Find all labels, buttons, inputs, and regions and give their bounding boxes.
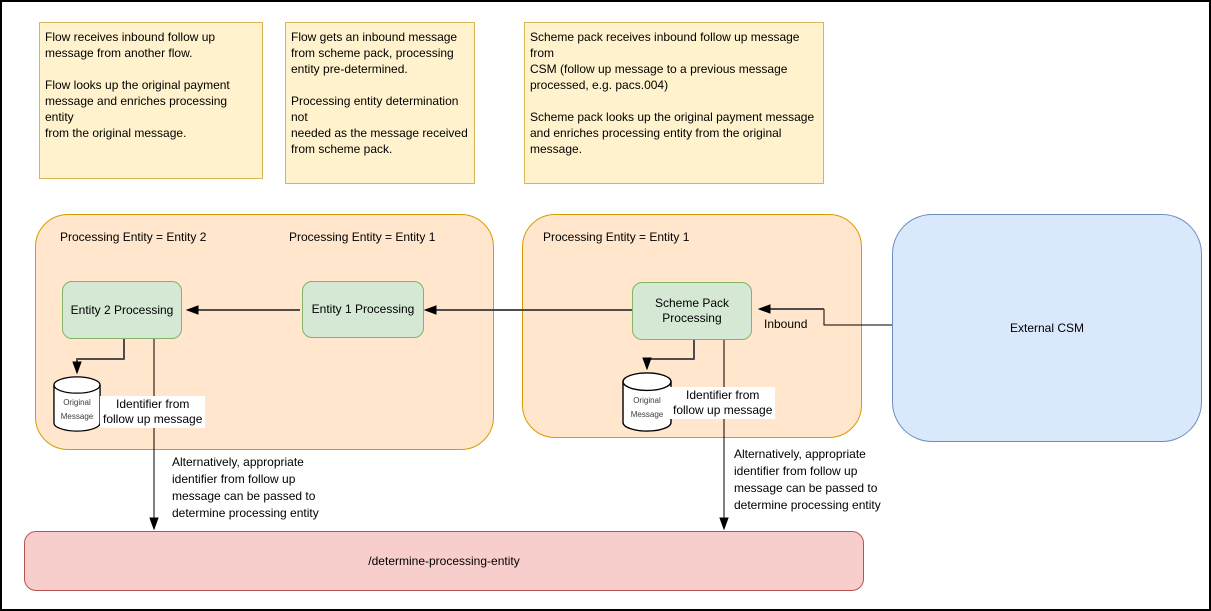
note-flow-scheme-pack-predetermined: Flow gets an inbound message from scheme… (285, 22, 475, 184)
annotation-alternative-right: Alternatively, appropriate identifier fr… (734, 447, 881, 512)
node-scheme-pack-processing: Scheme Pack Processing (632, 282, 752, 340)
zone-label-entity2: Processing Entity = Entity 2 (60, 230, 207, 244)
zone-label-entity1-right: Processing Entity = Entity 1 (543, 230, 690, 244)
zone-label-entity1-left: Processing Entity = Entity 1 (289, 230, 436, 244)
database-original-message-right: Original Message (622, 372, 672, 432)
edge-label-identifier-right: Identifier from follow up message (670, 387, 776, 419)
note-flow-inbound-another-flow: Flow receives inbound follow up message … (39, 22, 263, 179)
node-external-csm: External CSM (892, 214, 1202, 442)
database-label-line1: Original (633, 396, 661, 405)
node-entity1-processing: Entity 1 Processing (302, 281, 424, 338)
database-label-line2: Message (630, 410, 664, 420)
node-determine-processing-entity: /determine-processing-entity (24, 531, 864, 591)
database-original-message-left: Original Message (53, 376, 101, 432)
cylinder-icon (622, 372, 672, 432)
edge-label-inbound: Inbound (764, 317, 808, 331)
annotation-alternative-left: Alternatively, appropriate identifier fr… (172, 455, 319, 520)
edge-label-identifier-left: Identifier from follow up message (100, 396, 206, 428)
database-label-line1: Original (63, 398, 91, 408)
node-entity2-processing: Entity 2 Processing (62, 281, 182, 339)
database-label-line2: Message (60, 411, 94, 421)
note-scheme-pack-csm: Scheme pack receives inbound follow up m… (524, 22, 824, 184)
